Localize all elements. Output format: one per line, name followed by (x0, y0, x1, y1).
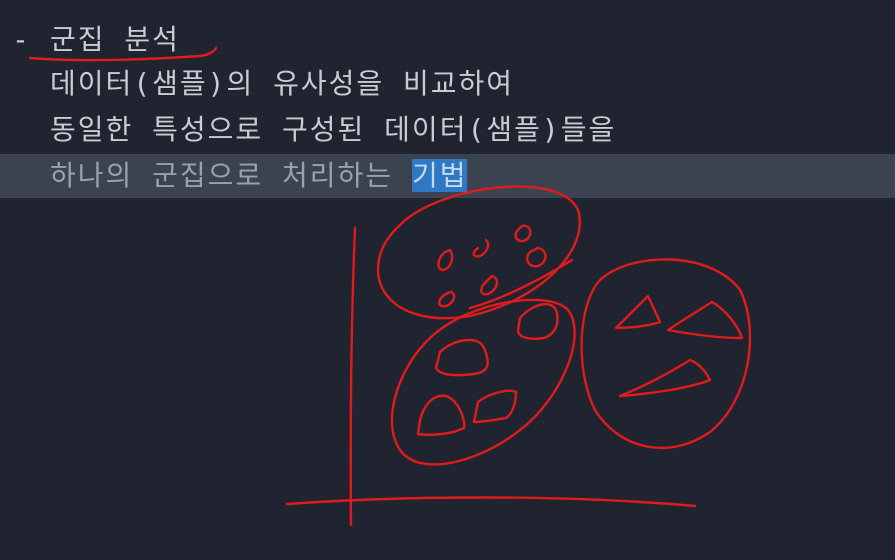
editor-line-heading[interactable]: - 군집 분석 (0, 18, 895, 62)
line-text: 하나의 군집으로 처리하는 기법 (50, 154, 468, 198)
text-selection: 기법 (411, 159, 468, 192)
line-text: 동일한 특성으로 구성된 데이터(샘플)들을 (50, 113, 617, 146)
line-text: 데이터(샘플)의 유사성을 비교하여 (50, 67, 515, 100)
heading-text: 군집 분석 (50, 23, 180, 56)
editor-line[interactable]: 데이터(샘플)의 유사성을 비교하여 (0, 62, 895, 106)
line-text-prefix: 하나의 군집으로 처리하는 (50, 159, 412, 192)
bullet-marker: - (12, 23, 31, 56)
editor-line[interactable]: 동일한 특성으로 구성된 데이터(샘플)들을 (0, 108, 895, 152)
editor-current-line[interactable]: 하나의 군집으로 처리하는 기법 (0, 154, 895, 198)
